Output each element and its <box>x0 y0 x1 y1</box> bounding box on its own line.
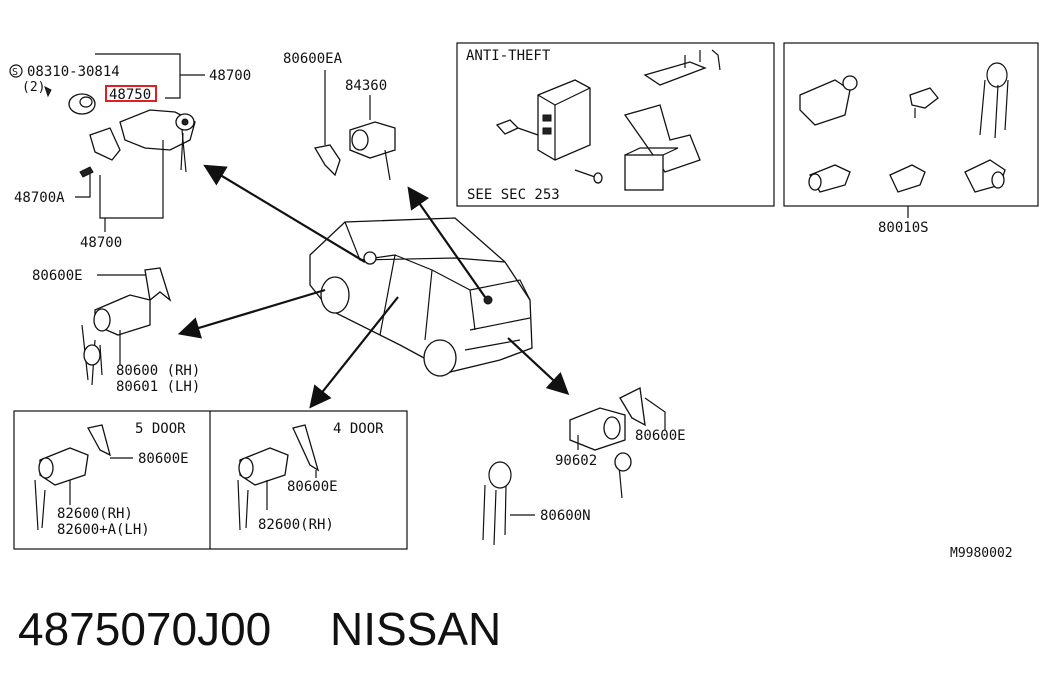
kit-ignition-icon <box>799 79 851 126</box>
highlight-box <box>105 85 157 102</box>
door5-title: 5 DOOR <box>135 421 186 437</box>
door4-clip-label: 80600E <box>287 479 338 495</box>
door5-clip-icon <box>87 424 111 457</box>
bolt-icon <box>79 166 94 178</box>
kit-cylinder-3-icon <box>889 164 926 193</box>
control-unit-icon <box>537 79 591 161</box>
door5-cylinder-icon <box>39 447 89 486</box>
kit-key-ring-icon <box>986 62 1008 88</box>
antenna-bracket-icon <box>623 104 701 173</box>
clamp-icon <box>89 127 121 161</box>
callout-arrows <box>177 164 570 409</box>
door5-rh-label: 82600(RH) <box>57 506 133 522</box>
ignition-group: S 08310-30814 (2) 48700 48750 48700A 487… <box>9 53 251 251</box>
cyl-set-label: 48700 <box>209 68 251 84</box>
door4-rh-label: 82600(RH) <box>258 517 334 533</box>
front-clip-icon <box>144 267 172 302</box>
knob-icon <box>68 93 96 115</box>
rear-group: 80600E 90602 80600N <box>482 387 686 546</box>
door4-cylinder-icon <box>239 447 289 486</box>
front-clip-label: 80600E <box>32 268 83 284</box>
cyl-set-bottom-label: 48700 <box>80 235 122 251</box>
door5-clip-label: 80600E <box>138 451 189 467</box>
rear-clip-icon <box>619 387 646 427</box>
anti-theft-note: SEE SEC 253 <box>467 187 560 203</box>
screw-symbol-icon <box>9 64 23 78</box>
keys-label: 80600N <box>540 508 591 524</box>
connector-icon <box>495 119 520 135</box>
rear-clip-label: 80600E <box>635 428 686 444</box>
footer-part-number: 4875070J00 <box>18 603 271 655</box>
transponder-icon <box>643 61 707 86</box>
antenna-module-icon <box>624 154 664 191</box>
key-kit-box: 80010S <box>783 42 1039 236</box>
screw-part-label: 08310-30814 <box>27 64 120 80</box>
hatch-lock-group: 80600EA 84360 <box>283 51 396 181</box>
rear-cyl-label: 90602 <box>555 453 597 469</box>
svg-text:S: S <box>12 67 18 78</box>
highlight-part-label: 48750 <box>109 87 151 103</box>
kit-label: 80010S <box>878 220 929 236</box>
hatch-lock-label: 84360 <box>345 78 387 94</box>
screw-icon <box>44 86 52 98</box>
footer-brand: NISSAN <box>330 603 501 655</box>
anti-theft-title: ANTI-THEFT <box>466 48 551 64</box>
screw-qty-label: (2) <box>22 80 45 95</box>
mount-screw-icon <box>593 172 603 184</box>
vehicle-icon <box>309 217 533 377</box>
anti-theft-frame <box>456 42 775 207</box>
door4-clip-icon <box>292 424 320 472</box>
door5-lh-label: 82600+A(LH) <box>57 522 150 538</box>
front-lh-label: 80601 (LH) <box>116 379 200 395</box>
anti-theft-box: ANTI-THEFT SEE SEC 253 <box>456 42 775 207</box>
front-door-group: 80600E 80600 (RH) 80601 (LH) <box>32 267 200 395</box>
diagram-code: M9980002 <box>950 546 1013 561</box>
front-rh-label: 80600 (RH) <box>116 363 200 379</box>
ea-part-label: 80600EA <box>283 51 343 67</box>
door-boxes: 5 DOOR 80600E 82600(RH) 82600+A(LH) 4 DO… <box>13 410 408 550</box>
kit-cylinder-1-icon <box>909 87 939 109</box>
door4-title: 4 DOOR <box>333 421 384 437</box>
key-ring-icon <box>488 461 512 489</box>
retainer-clip-icon <box>313 144 341 177</box>
key-kit-frame <box>783 42 1039 207</box>
cyl-a-label: 48700A <box>14 190 65 206</box>
